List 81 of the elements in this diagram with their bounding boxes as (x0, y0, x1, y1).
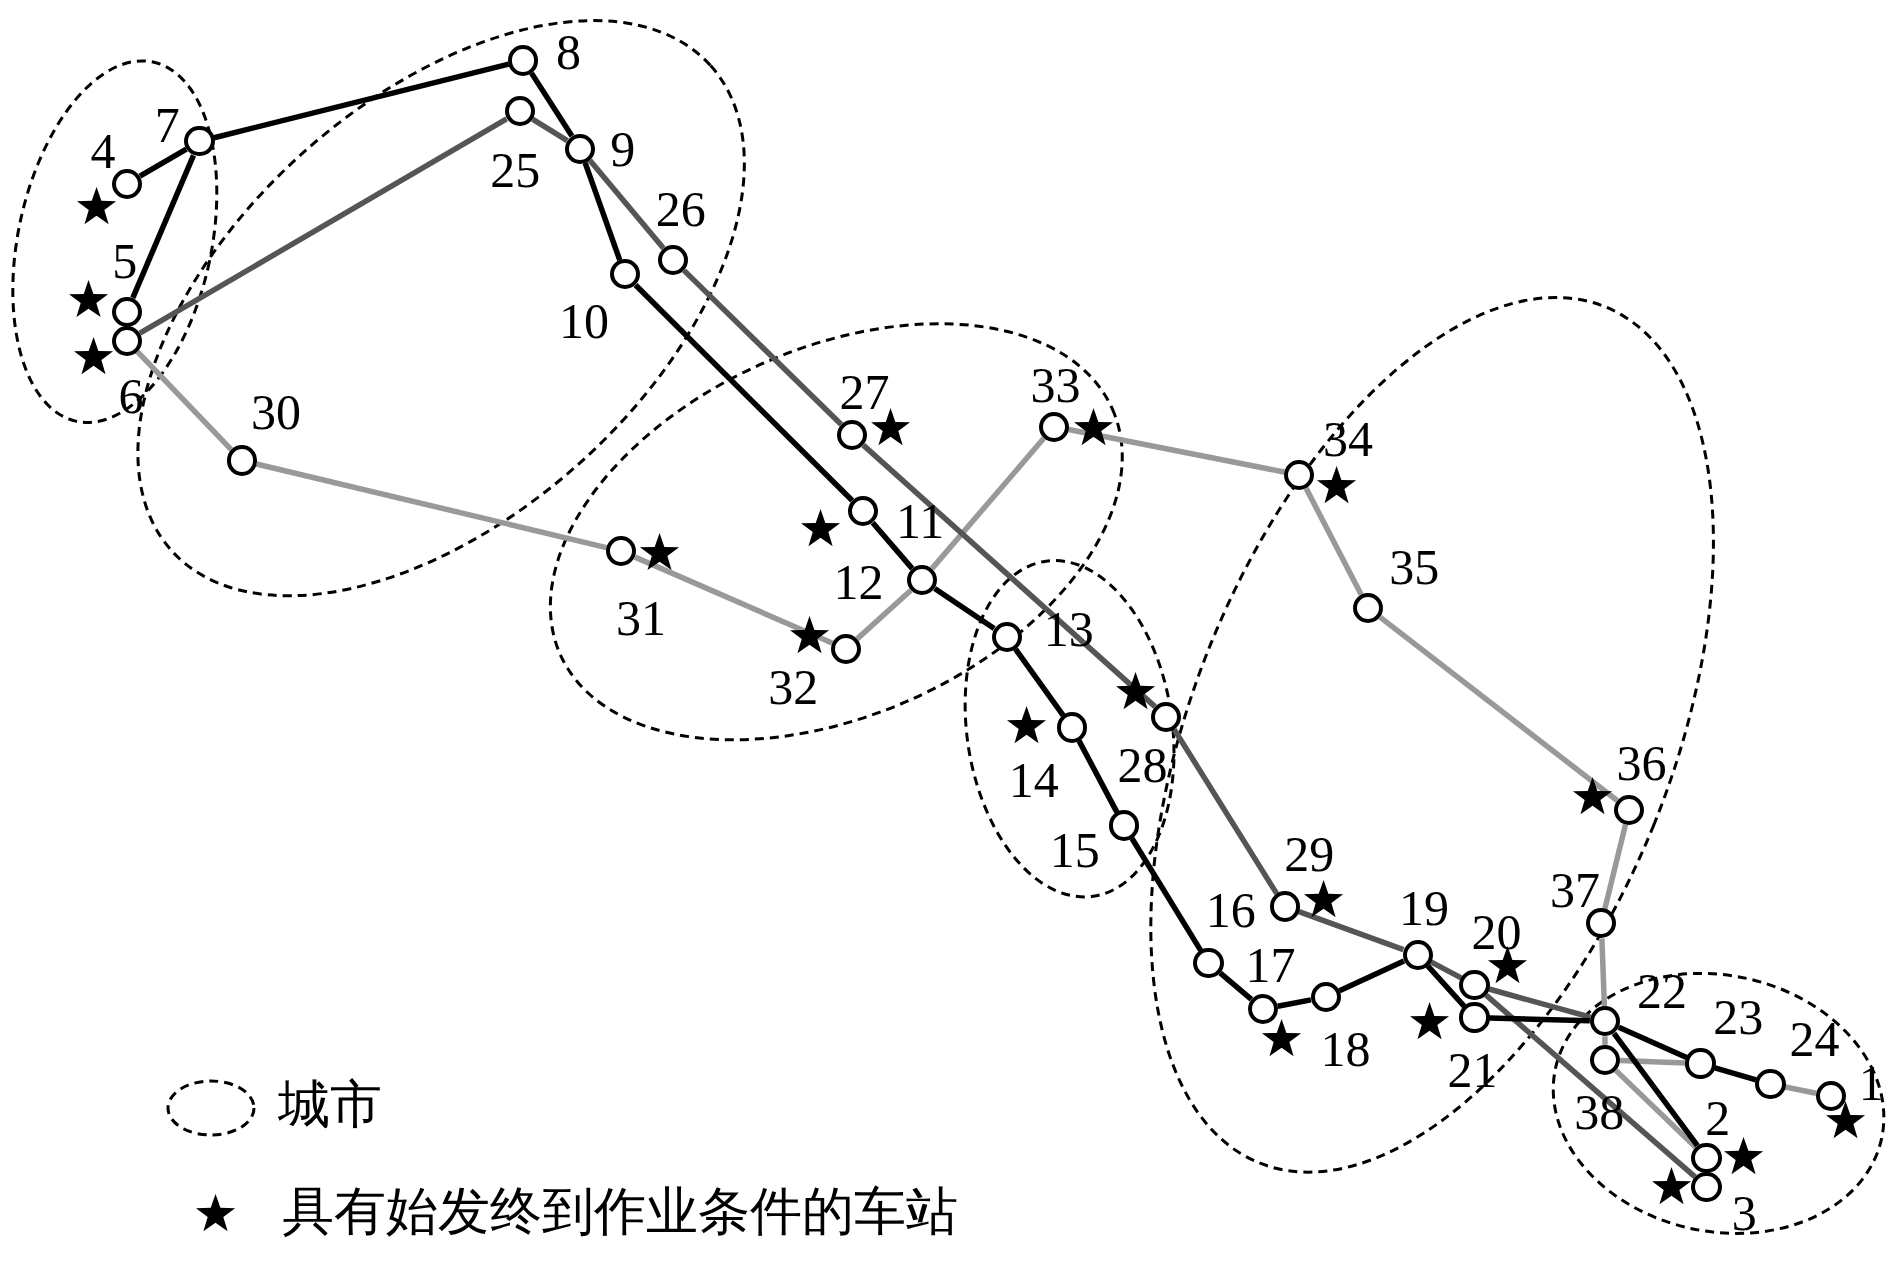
station-number: 25 (490, 144, 541, 195)
station-number: 16 (1205, 885, 1256, 936)
station-number: 34 (1322, 414, 1373, 465)
station-number: 26 (655, 184, 706, 235)
legend-label: 城市 (277, 1078, 382, 1131)
rail-line (1425, 964, 1467, 1009)
rail-line (1303, 487, 1364, 596)
station-number: 3 (1731, 1187, 1757, 1238)
rail-line (1619, 1057, 1686, 1066)
rail-line (1602, 1036, 1608, 1045)
station-number: 11 (896, 496, 945, 547)
station-number: 22 (1637, 966, 1688, 1017)
station-number: 5 (112, 236, 138, 287)
rail-line (255, 461, 608, 551)
rail-line (633, 283, 855, 503)
rail-line (1378, 614, 1619, 803)
station-number: 8 (555, 27, 581, 78)
station-number: 35 (1389, 542, 1440, 593)
station-number: 18 (1320, 1024, 1371, 1075)
station-number: 12 (833, 556, 884, 607)
rail-line (1714, 1065, 1757, 1083)
station-number: 17 (1245, 939, 1296, 990)
station-number: 31 (615, 592, 666, 643)
rail-line (1429, 959, 1463, 981)
rail-line (1013, 647, 1066, 717)
rail-line (1602, 823, 1629, 910)
station-number: 20 (1471, 907, 1522, 958)
station-number: 2 (1705, 1093, 1731, 1144)
station-number: 23 (1713, 991, 1764, 1042)
rail-line (855, 588, 913, 641)
station-number: 36 (1616, 737, 1667, 788)
rail-line (130, 154, 197, 299)
legend-label: 具有始发终到作业条件的车站 (281, 1184, 958, 1237)
station-number: 21 (1447, 1044, 1498, 1095)
rail-line (1129, 836, 1203, 952)
station-number: 32 (768, 661, 819, 712)
station-number: 14 (1008, 754, 1059, 805)
rail-line (138, 116, 508, 336)
station-number: 33 (1030, 359, 1081, 410)
rail-line (1599, 938, 1608, 1007)
rail-line (531, 116, 569, 144)
rail-line (582, 161, 623, 262)
rail-line (135, 349, 234, 452)
rail-line (1489, 1015, 1590, 1024)
rail-line (213, 61, 510, 141)
rail-line (1488, 986, 1592, 1020)
rail-line (1068, 426, 1285, 475)
station-number: 29 (1284, 828, 1335, 879)
station-number: 10 (559, 295, 610, 346)
rail-line (633, 554, 834, 646)
station-number: 38 (1574, 1087, 1625, 1138)
rail-line (870, 520, 915, 571)
rail-line (861, 443, 1157, 709)
rail-line (1484, 992, 1697, 1179)
station-number: 19 (1399, 883, 1450, 933)
rail-line (587, 158, 666, 250)
rail-line (1218, 970, 1254, 1002)
station-number: 24 (1789, 1013, 1840, 1064)
station-number: 28 (1117, 740, 1168, 791)
rail-line (1171, 728, 1279, 896)
rail-line (529, 71, 575, 138)
rail-line (1076, 739, 1120, 814)
rail-line (1784, 1084, 1817, 1096)
station-number: 7 (154, 99, 180, 150)
station-number: 27 (839, 366, 890, 417)
station-number: 9 (610, 124, 636, 174)
rail-line (682, 268, 844, 427)
rail-line (929, 436, 1047, 571)
rail-line (1277, 997, 1312, 1009)
station-number: 6 (118, 370, 144, 421)
rail-line (1617, 1024, 1688, 1060)
station-number: 4 (90, 126, 116, 177)
station-number: 30 (250, 387, 301, 438)
station-number: 37 (1550, 864, 1601, 915)
rail-line (1297, 909, 1405, 953)
rail-line (1338, 958, 1406, 994)
rail-line (138, 146, 188, 179)
rail-line (1613, 1068, 1698, 1150)
rail-line (1611, 1031, 1700, 1148)
rail-line (933, 586, 996, 631)
station-number: 15 (1049, 824, 1100, 875)
